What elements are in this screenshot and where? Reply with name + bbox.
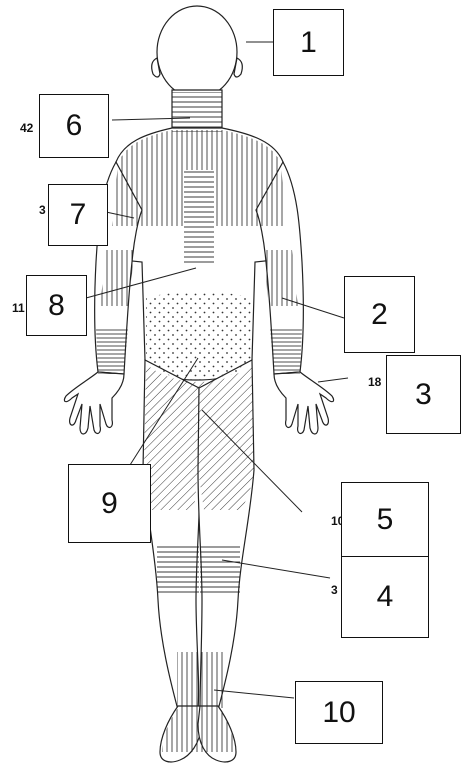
callout-box-2: 2 xyxy=(344,276,415,353)
right-knee-shading xyxy=(200,544,240,596)
left-forearm-shading xyxy=(96,328,128,374)
callout-box-6: 6 xyxy=(39,94,109,158)
right-forearm-shading xyxy=(270,328,302,374)
callout-box-3: 3 xyxy=(386,355,461,434)
leader-10 xyxy=(214,690,294,698)
callout-box-5: 5 xyxy=(341,482,429,557)
callout-box-8: 8 xyxy=(26,275,87,336)
body-shading xyxy=(96,92,302,752)
stray-label-3-lower: 3 xyxy=(331,584,338,596)
neck-shading xyxy=(172,92,222,132)
callout-box-4: 4 xyxy=(341,556,429,638)
left-ankle-shading xyxy=(177,652,199,708)
stray-label-42: 42 xyxy=(20,122,33,134)
callout-box-10: 10 xyxy=(295,681,383,744)
callout-box-1: 1 xyxy=(273,9,344,76)
callout-box-9: 9 xyxy=(68,464,151,543)
right-ankle-shading xyxy=(201,652,223,708)
head xyxy=(157,6,237,98)
leader-3 xyxy=(318,378,348,382)
callout-box-7: 7 xyxy=(48,184,108,246)
stray-label-3-upper: 3 xyxy=(39,204,46,216)
stray-label-11: 11 xyxy=(12,302,25,314)
lumbar-shading xyxy=(146,292,252,380)
left-hand xyxy=(64,372,124,434)
left-knee-shading xyxy=(157,544,199,596)
stray-label-18: 18 xyxy=(368,376,381,388)
